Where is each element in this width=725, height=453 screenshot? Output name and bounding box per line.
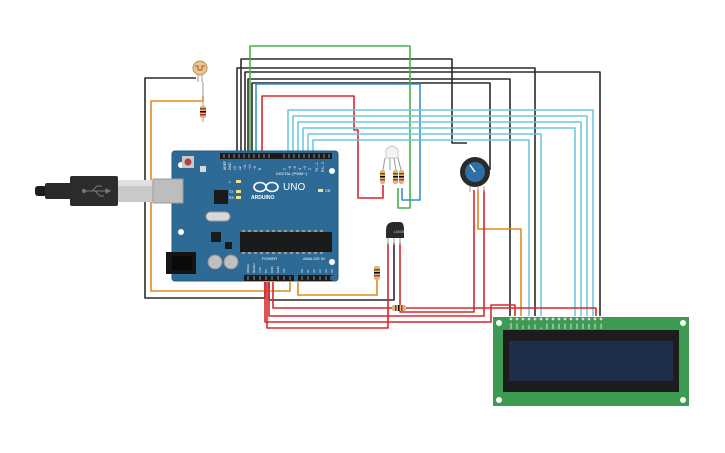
- wire-red-rgb[interactable]: [261, 95, 384, 199]
- wire-red-1[interactable]: [272, 282, 393, 309]
- lcd-pin-db6: DB6: [581, 323, 585, 329]
- pin-label-3: ~3: [303, 166, 307, 170]
- lcd-pin-gnd: GND: [509, 323, 513, 329]
- wire-orange-2[interactable]: [297, 278, 378, 296]
- sensor-label: LM35: [394, 229, 405, 234]
- wire-cyan-6[interactable]: [312, 139, 530, 316]
- led-l-label: L: [229, 180, 231, 184]
- lcd-pin-db7: DB7: [587, 323, 591, 329]
- lcd-display-icon[interactable]: GND VCC V0 RS RW E DB0 DB1 DB2 DB3 DB4 D…: [493, 317, 689, 406]
- temperature-sensor-icon[interactable]: LM35: [386, 222, 405, 245]
- wire-cyan-4[interactable]: [302, 127, 576, 316]
- analog-pin-a2: A2: [312, 269, 316, 273]
- wire-blue[interactable]: [255, 83, 421, 201]
- pin-label-tx: TX→1: [315, 162, 319, 172]
- power-pin-gnd2: GND: [276, 266, 280, 274]
- resistor-icon[interactable]: [392, 305, 406, 311]
- lcd-pin-db1: DB1: [551, 323, 555, 329]
- wire-green[interactable]: [249, 45, 411, 209]
- power-pin-3v3: 3.3V: [258, 267, 262, 273]
- wire-black-2[interactable]: [240, 58, 467, 152]
- digital-header-label: DIGITAL (PWM~): [276, 171, 308, 176]
- lcd-pin-db4: DB4: [569, 323, 573, 329]
- pin-label-aref: AREF: [223, 161, 227, 170]
- analog-pin-a0: A0: [300, 269, 304, 273]
- pin-label-12: 12: [238, 166, 242, 170]
- power-pin-5v: 5V: [264, 269, 268, 273]
- lcd-pin-rs: RS: [527, 325, 531, 329]
- wire-black-6[interactable]: [247, 78, 511, 316]
- pin-label-gnd: GND: [228, 162, 232, 170]
- analog-pin-a5: A5: [330, 269, 334, 273]
- analog-pin-a3: A3: [318, 269, 322, 273]
- wire-black-7[interactable]: [251, 82, 491, 170]
- wire-cyan-1[interactable]: [287, 109, 594, 316]
- resistor-icon[interactable]: [200, 82, 206, 122]
- power-label: POWER: [262, 256, 277, 261]
- led-tx-label: TX: [229, 190, 234, 194]
- pin-label-13: 13: [233, 166, 237, 170]
- on-led-label: ON: [325, 189, 331, 193]
- lcd-pin-e: E: [539, 327, 543, 329]
- pin-label-9: ~9: [253, 166, 257, 170]
- lcd-pin-v0: V0: [521, 325, 525, 329]
- lcd-pin-led-k: LED: [599, 324, 603, 329]
- lcd-pin-vcc: VCC: [515, 323, 519, 329]
- lcd-screen: [509, 341, 673, 381]
- power-pin-vin: Vin: [282, 268, 286, 273]
- pin-label-4: 4: [298, 168, 302, 170]
- analog-pin-a4: A4: [324, 269, 328, 273]
- pin-label-10: ~10: [248, 164, 252, 170]
- microcontroller-chip: [240, 232, 332, 252]
- lcd-pin-db3: DB3: [563, 323, 567, 329]
- wire-red-5[interactable]: [266, 243, 389, 329]
- potentiometer-icon[interactable]: [460, 157, 490, 192]
- led-rx-label: RX: [229, 196, 235, 200]
- reset-button-icon[interactable]: [182, 156, 194, 168]
- wire-cyan-5[interactable]: [307, 133, 542, 316]
- usb-jack: [152, 178, 184, 204]
- analog-pin-a1: A1: [306, 269, 310, 273]
- digital-header: [220, 153, 332, 159]
- lcd-pin-header: [509, 317, 603, 321]
- power-pin-gnd1: GND: [270, 266, 274, 274]
- pin-label-11: ~11: [243, 164, 247, 170]
- photoresistor-icon[interactable]: [192, 60, 208, 82]
- dc-jack-icon: [166, 252, 196, 274]
- wire-red-4[interactable]: [406, 307, 597, 316]
- power-pin-reset: RESET: [252, 263, 256, 273]
- lcd-pin-db0: DB0: [545, 323, 549, 329]
- rgb-led-icon[interactable]: [380, 145, 404, 184]
- wire-black-3[interactable]: [244, 71, 601, 316]
- pin-label-8: 8: [258, 168, 262, 170]
- arduino-model-text: UNO: [283, 182, 305, 193]
- pin-label-rx: RX←0: [321, 162, 325, 172]
- lcd-pin-db5: DB5: [575, 323, 579, 329]
- arduino-board-icon[interactable]: AREF GND 13 12 ~11 ~10 ~9 8 7 ~6 ~5 4 ~3…: [152, 150, 339, 282]
- wire-red-3[interactable]: [264, 282, 516, 323]
- lcd-pin-led-a: LED: [593, 324, 597, 329]
- wire-orange-3[interactable]: [477, 190, 522, 316]
- pin-label-6: ~6: [288, 166, 292, 170]
- power-header: [244, 275, 294, 281]
- resistor-icon[interactable]: [374, 266, 380, 280]
- analog-label: ANALOG IN: [303, 256, 325, 261]
- wire-red-2[interactable]: [268, 190, 485, 317]
- wire-black-1[interactable]: [236, 67, 536, 316]
- lcd-pin-rw: RW: [533, 324, 537, 329]
- wire-cyan-3[interactable]: [297, 121, 582, 316]
- wire-cyan-2[interactable]: [292, 115, 588, 316]
- pin-label-5: ~5: [293, 166, 297, 170]
- pin-label-2: 2: [308, 168, 312, 170]
- pin-label-7: 7: [283, 168, 287, 170]
- wires: [144, 45, 601, 329]
- usb-cable-icon[interactable]: [35, 176, 153, 206]
- wire-red-6[interactable]: [399, 190, 475, 313]
- arduino-logo-text: ARDUINO: [251, 195, 274, 201]
- power-pin-ioref: IOREF: [246, 264, 250, 273]
- lcd-pin-db2: DB2: [557, 323, 561, 329]
- arduino-logo: ARDUINO UNO: [251, 181, 305, 201]
